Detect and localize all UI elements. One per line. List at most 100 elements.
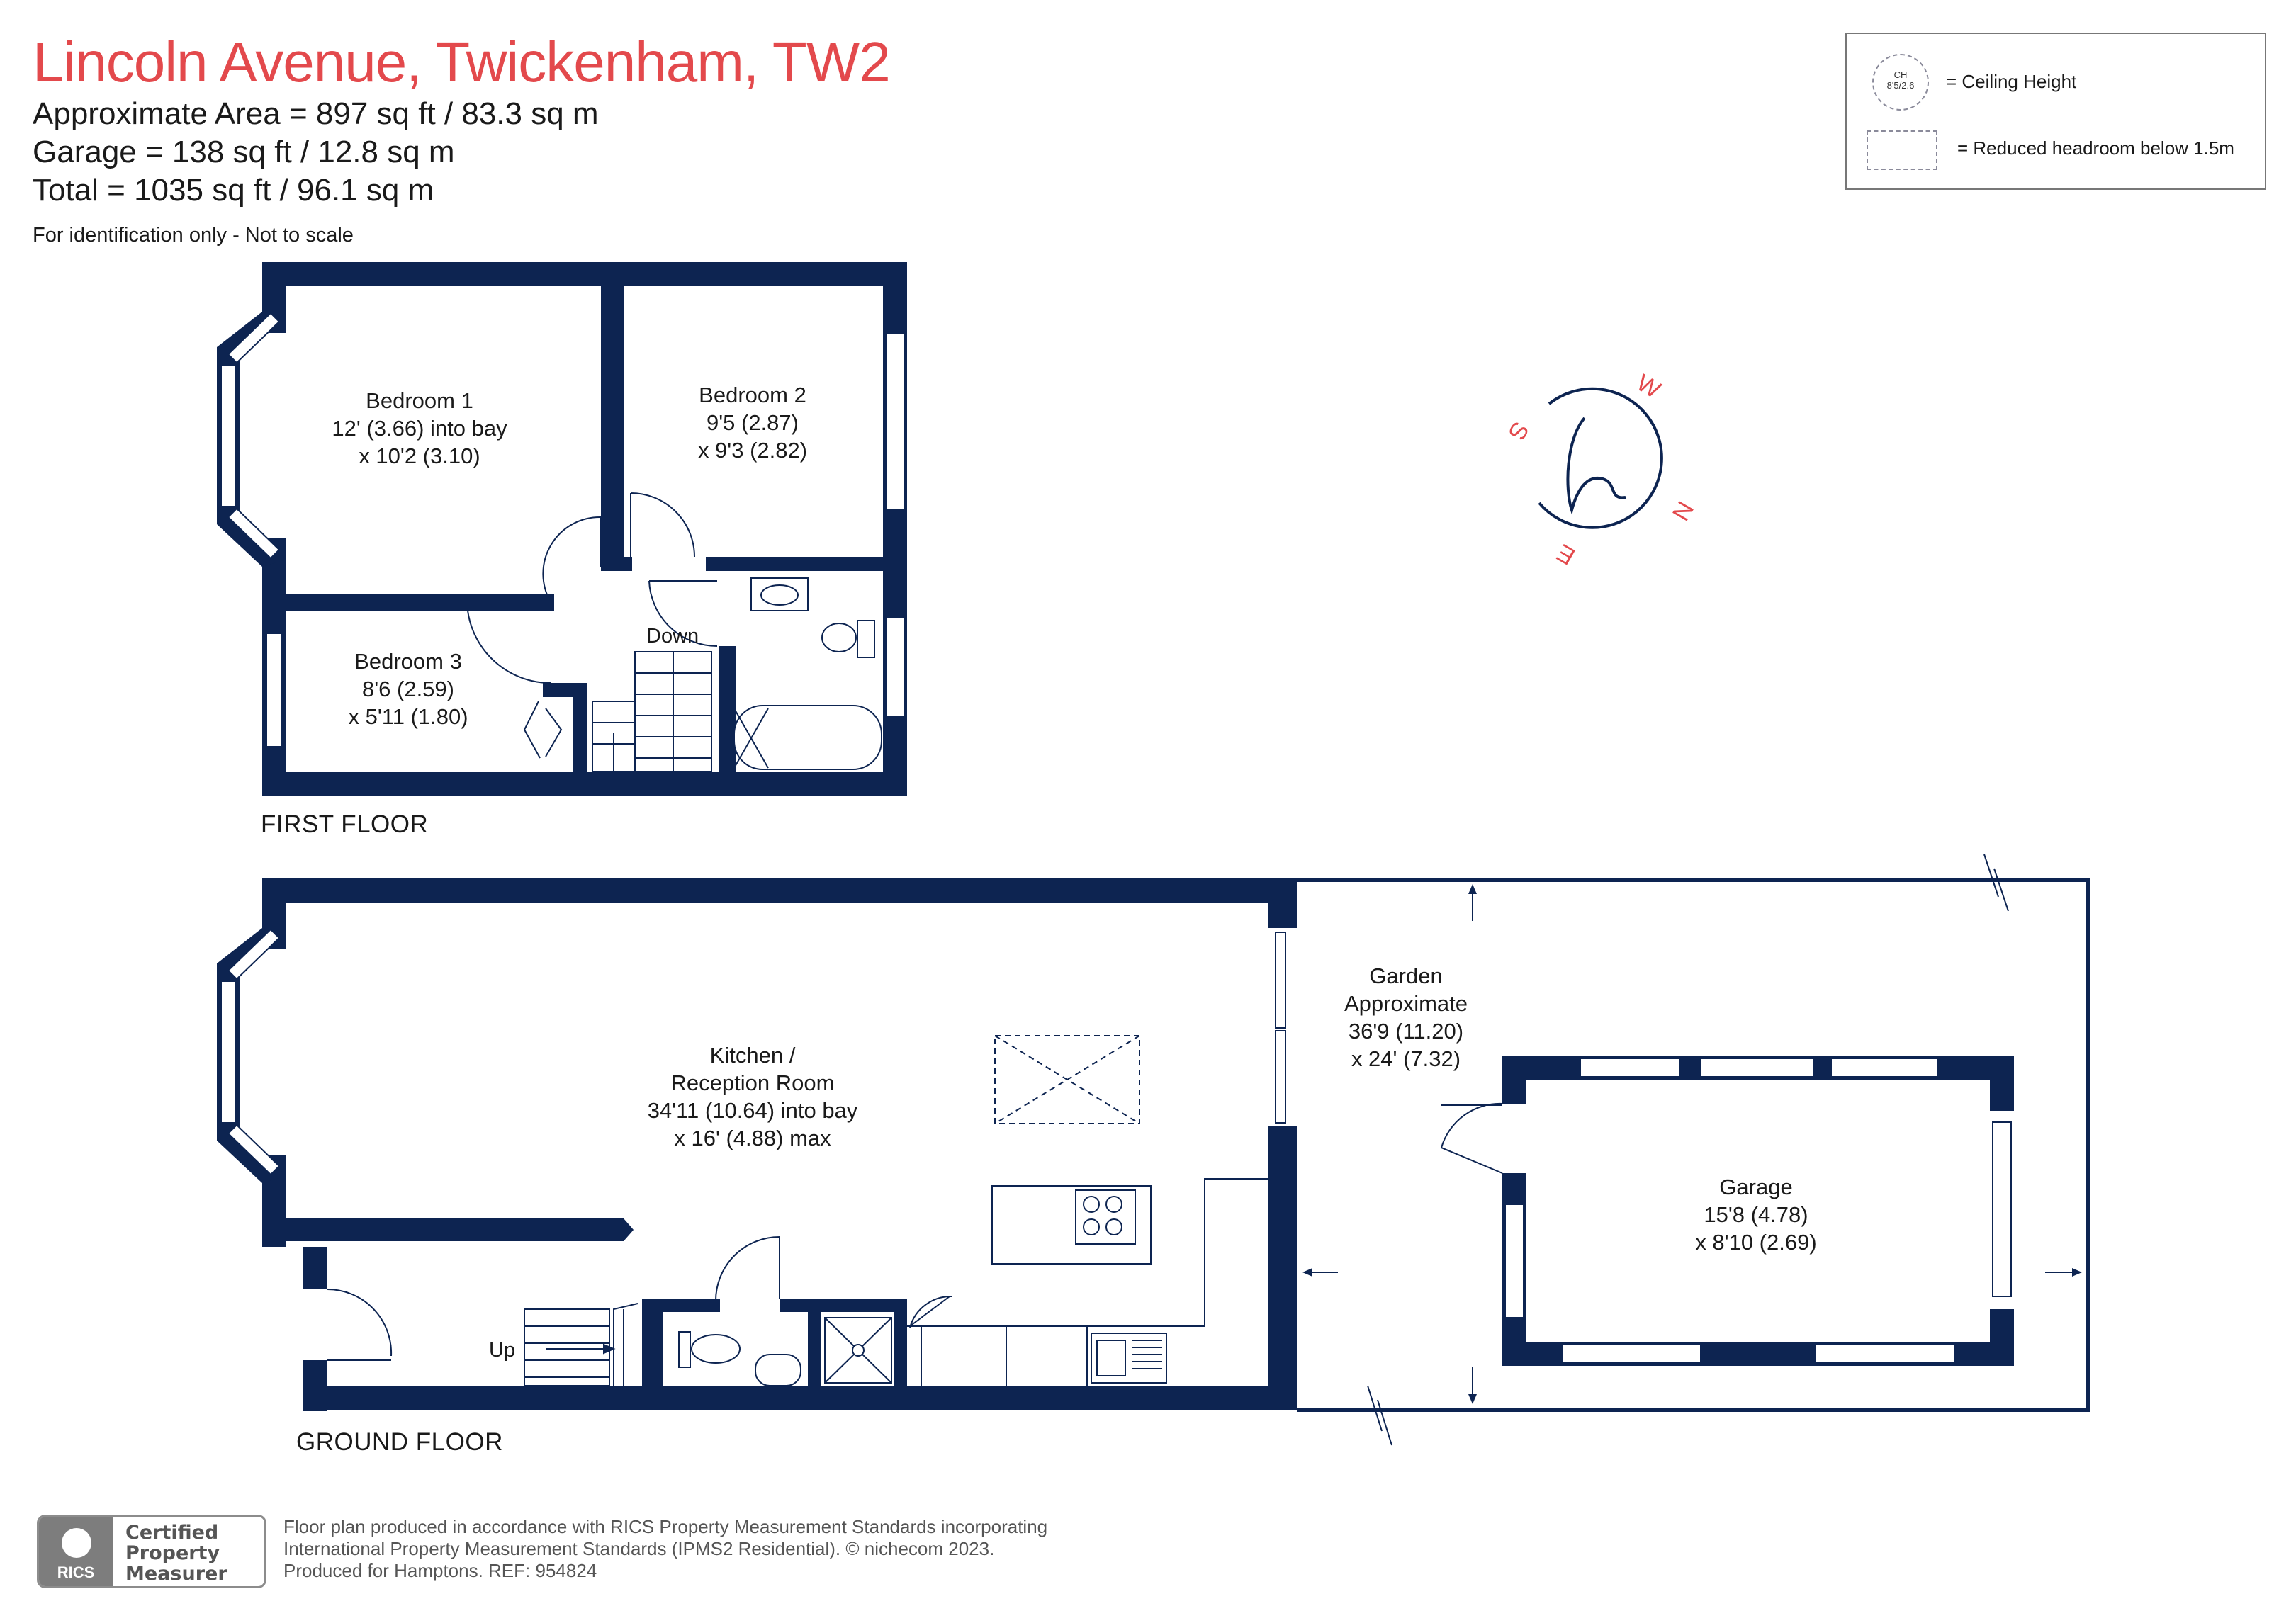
bedroom-3-dim2: x 5'11 (1.80) [348, 704, 468, 729]
gf-rear-window [1275, 932, 1286, 1029]
gf-door-front [327, 1288, 393, 1357]
footer-line3: Produced for Hamptons. REF: 954824 [283, 1560, 597, 1581]
bedroom-3-dim1: 8'6 (2.59) [361, 677, 454, 701]
garage-door [1440, 1102, 1503, 1174]
kitchen-name: Kitchen / [709, 1043, 796, 1068]
ff-door-bed3 [467, 610, 552, 684]
garage-area: Garage = 138 sq ft / 12.8 sq m [33, 135, 455, 169]
garden-dim2: x 24' (7.32) [1351, 1046, 1461, 1071]
gf-wall-wc-mid [808, 1312, 821, 1386]
gf-shower-drain [852, 1344, 865, 1357]
ff-basin-bowl [760, 584, 799, 606]
ff-wall-stub [601, 557, 632, 571]
ground-floor-label: GROUND FLOOR [296, 1428, 503, 1456]
garden-break-3 [1367, 1385, 1383, 1432]
ff-door-bath [648, 580, 718, 647]
ff-wall-bed3-stair [573, 683, 587, 772]
gf-sink-bowl [1096, 1340, 1126, 1376]
footer-text: Floor plan produced in accordance with R… [283, 1516, 1047, 1582]
gf-wall-left-low [303, 1247, 327, 1289]
room-garage: Garage 15'8 (4.78) x 8'10 (2.69) [1695, 1173, 1816, 1256]
room-kitchen-reception: Kitchen / Reception Room 34'11 (10.64) i… [648, 1041, 858, 1152]
bedroom-1-dim2: x 10'2 (3.10) [359, 443, 480, 468]
area-garden: Garden Approximate 36'9 (11.20) x 24' (7… [1344, 962, 1468, 1073]
gf-wall-wc-left [642, 1299, 663, 1386]
gf-worktop [907, 1178, 1268, 1327]
garden-break-4 [1377, 1399, 1392, 1446]
gf-wall-right-bottom [1268, 1126, 1297, 1410]
reduced-headroom-icon [1867, 130, 1937, 170]
bedroom-2-dim2: x 9'3 (2.82) [697, 438, 808, 463]
gf-bay-window-lower [227, 1124, 281, 1176]
compass-logo-h [1566, 417, 1626, 515]
room-bedroom-1: Bedroom 1 12' (3.66) into bay x 10'2 (3.… [332, 387, 507, 470]
garden-name2: Approximate [1344, 991, 1468, 1016]
room-bedroom-2: Bedroom 2 9'5 (2.87) x 9'3 (2.82) [698, 381, 807, 464]
legend-ceiling-height: = Ceiling Height [1946, 71, 2077, 92]
bedroom-2-name: Bedroom 2 [699, 383, 806, 407]
ff-cupboard-door-2 [545, 708, 563, 757]
garage-window-bottom-2 [1815, 1344, 1955, 1364]
ff-bath [733, 705, 882, 770]
garden-dim-arrows [1302, 884, 2082, 1404]
footer-line2: International Property Measurement Stand… [283, 1538, 995, 1559]
first-floor-plan [217, 262, 907, 796]
gf-drainer [1132, 1340, 1162, 1369]
gf-wall-bottom [303, 1386, 1297, 1410]
garage-wall-right-top [1990, 1056, 2014, 1111]
gf-hob-ring-4 [1105, 1218, 1122, 1235]
gf-wall-hallway [286, 1218, 634, 1241]
garage-window-top-2 [1700, 1058, 1815, 1078]
ff-bay-window [220, 364, 236, 507]
kitchen-dim1: 34'11 (10.64) into bay [647, 1098, 858, 1123]
rics-cert-line2: Property [125, 1542, 220, 1564]
ceiling-height-icon-line2: 8'5/2.6 [1886, 80, 1915, 91]
ff-bay-window-upper [227, 312, 281, 364]
ff-wall-bed2-bath [706, 557, 883, 571]
ff-wall-bed1-bed3 [286, 594, 554, 611]
bedroom-1-dim1: 12' (3.66) into bay [332, 416, 507, 441]
first-floor-label: FIRST FLOOR [261, 810, 429, 838]
garage-window-bottom-1 [1561, 1344, 1701, 1364]
ff-bath-cross-2 [733, 708, 769, 769]
identification-note: For identification only - Not to scale [33, 224, 354, 247]
gf-hob-ring-2 [1105, 1196, 1122, 1213]
gf-wc-basin [755, 1354, 801, 1386]
rics-certification-text: Certified Property Measurer [125, 1522, 227, 1584]
gf-bay-window [220, 980, 236, 1124]
ff-wall-bed2-landing [618, 286, 624, 564]
gf-door-cupboard [909, 1295, 953, 1328]
ff-wall-bed1-bed2 [601, 286, 618, 564]
garden-name: Garden [1369, 963, 1443, 988]
compass [1538, 387, 1663, 529]
garage-name: Garage [1719, 1175, 1793, 1199]
ceiling-height-icon-line1: CH [1893, 69, 1908, 80]
garage-window-left [1504, 1204, 1524, 1318]
stairs-down-label: Down [646, 625, 699, 647]
garden-boundary [1297, 878, 2090, 1412]
garage-window-right [1992, 1121, 2012, 1297]
garage-dim1: 15'8 (4.78) [1704, 1202, 1808, 1227]
rics-cert-line1: Certified [125, 1522, 219, 1544]
rics-cert-line3: Measurer [125, 1563, 227, 1585]
footer-line1: Floor plan produced in accordance with R… [283, 1516, 1048, 1537]
gf-stairs [524, 1303, 638, 1386]
gf-wc-cistern [678, 1331, 691, 1368]
gf-rear-door-glass [1275, 1030, 1286, 1124]
page-title: Lincoln Avenue, Twickenham, TW2 [33, 30, 891, 94]
ceiling-height-icon: CH 8'5/2.6 [1872, 54, 1929, 111]
legend-reduced-headroom: = Reduced headroom below 1.5m [1957, 137, 2234, 159]
bedroom-1-name: Bedroom 1 [366, 388, 473, 413]
garden-break-2 [1993, 868, 2009, 912]
bedroom-2-dim1: 9'5 (2.87) [706, 410, 799, 435]
rics-certified-badge: RICS Certified Property Measurer [37, 1515, 266, 1588]
garden-dim1: 36'9 (11.20) [1348, 1019, 1464, 1044]
garage-wall-left-top-2 [1502, 1080, 1508, 1104]
gf-wall-wc-top-2 [780, 1299, 907, 1312]
gf-wall-right-top [1268, 878, 1297, 928]
ff-bathroom-window [885, 617, 905, 718]
gf-wall-wc-right [894, 1299, 907, 1386]
ff-cupboard-door [523, 701, 541, 759]
ground-floor-plan [217, 878, 1297, 1411]
